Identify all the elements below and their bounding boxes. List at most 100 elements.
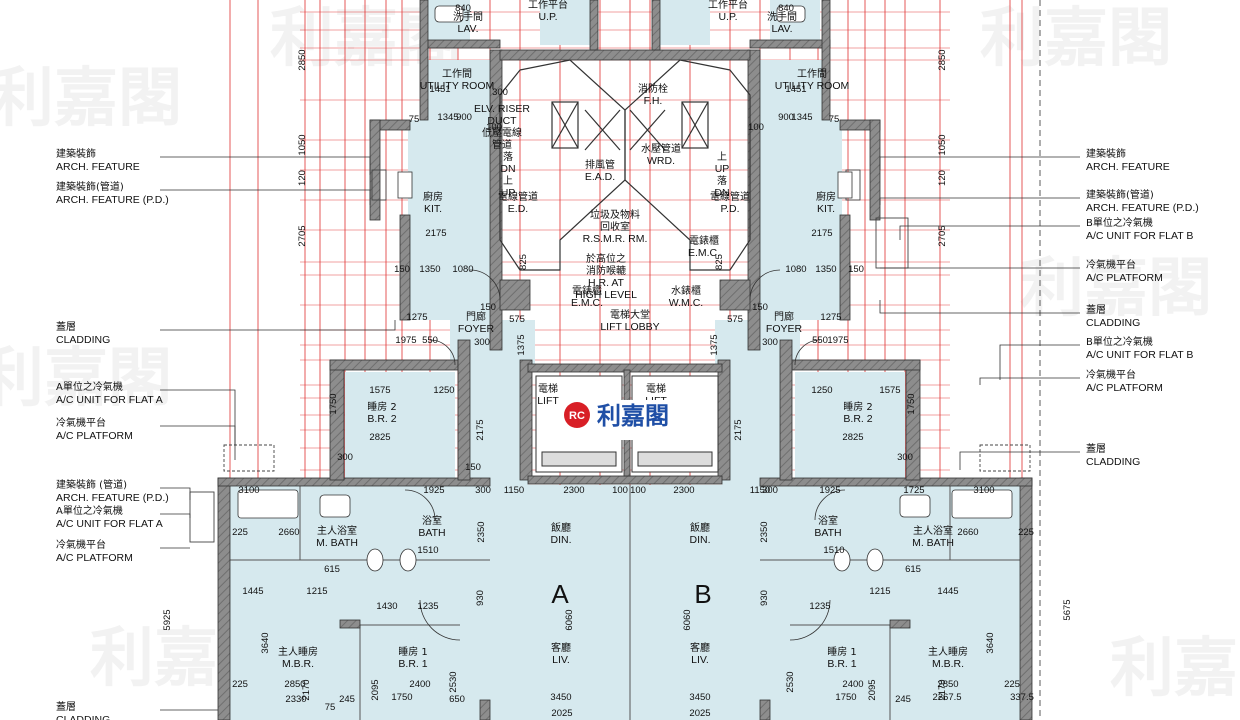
dimension-value: 100: [630, 485, 646, 496]
dimension-value: 650: [449, 694, 465, 705]
watermark: 利嘉閣: [0, 61, 182, 136]
dimension-value: 150: [480, 302, 496, 313]
dimension-value: 300: [475, 485, 491, 496]
dimension-value: 3640: [260, 632, 271, 653]
dimension-value: 900: [778, 112, 794, 123]
dimension-value: 575: [727, 314, 743, 325]
room-label-line: 廚房: [423, 190, 443, 203]
unit-b-letter: B: [694, 579, 711, 609]
dimension-value: 2350: [476, 521, 487, 542]
dimension-value: 1250: [433, 385, 454, 396]
dimension-value: 840: [778, 3, 794, 14]
callout-text: A/C UNIT FOR FLAT A: [56, 394, 163, 406]
dimension-value: 3640: [985, 632, 996, 653]
room-label-line: 回收室: [600, 220, 630, 233]
callout-text: ARCH. FEATURE (P.D.): [56, 194, 169, 206]
dimension-value: 150: [848, 264, 864, 275]
dimension-value: 5675: [1062, 599, 1073, 620]
room-label-line: 管道: [492, 138, 512, 151]
dimension-value: 1750: [328, 393, 339, 414]
room-label-line: 工作平台: [708, 0, 748, 11]
dimension-value: 120: [937, 170, 948, 186]
callout-left: 建築裝飾 (管道)ARCH. FEATURE (P.D.): [56, 478, 169, 504]
logo-letters: RC: [569, 410, 585, 422]
dimension-value: 1275: [406, 312, 427, 323]
dimension-value: 2175: [425, 228, 446, 239]
dimension-value: 1215: [306, 586, 327, 597]
callout-text: 冷氣機平台: [1086, 258, 1136, 271]
dimension-value: 900: [456, 112, 472, 123]
dimension-value: 225: [232, 679, 248, 690]
room-label-line: 消防栓: [638, 82, 668, 95]
dimension-value: 2660: [957, 527, 978, 538]
room-br2-r: 睡房 2B.R. 2: [843, 400, 873, 425]
callout-text: 建築裝飾(管道): [56, 180, 124, 193]
stair-core: [499, 59, 751, 271]
room-label-line: M. BATH: [912, 537, 954, 549]
dimension-value: 2660: [278, 527, 299, 538]
dimension-value: 1430: [376, 601, 397, 612]
callout-text: ARCH. FEATURE: [1086, 161, 1170, 173]
dimension-value: 825: [714, 254, 725, 270]
dimension-value: 615: [905, 564, 921, 575]
room-label-line: B.R. 1: [827, 658, 856, 670]
room-label-line: 浴室: [818, 514, 838, 527]
callout-text: A/C UNIT FOR FLAT A: [56, 518, 163, 530]
dimension-value: 1975: [827, 335, 848, 346]
room-label-line: DUCT: [487, 115, 517, 127]
callout-text: ARCH. FEATURE: [56, 161, 140, 173]
dimension-value: 2170: [301, 679, 312, 700]
room-label-line: UP: [715, 163, 730, 175]
callout-text: A/C UNIT FOR FLAT B: [1086, 349, 1193, 361]
dimension-value: 2400: [409, 679, 430, 690]
room-label-line: M.B.R.: [932, 658, 964, 670]
room-divisions: [228, 485, 1022, 720]
dimension-value: 2825: [369, 432, 390, 443]
callout-text: A單位之冷氣機: [56, 504, 123, 517]
dimension-value: 2095: [867, 679, 878, 700]
room-label-line: 電錶櫃: [572, 284, 602, 297]
dimension-value: 1975: [395, 335, 416, 346]
dimension-value: 1050: [297, 134, 308, 155]
room-label-line: 睡房 2: [843, 400, 873, 413]
logo-text: 利嘉閣: [597, 401, 669, 430]
room-label-line: B.R. 2: [843, 413, 872, 425]
dimension-value: 1150: [750, 485, 770, 496]
room-label-line: 電梯: [646, 382, 666, 395]
dimension-value: 930: [759, 590, 770, 606]
dimension-value: 1080: [452, 264, 473, 275]
callout-text: 冷氣機平台: [56, 416, 106, 429]
dimension-value: 2530: [448, 671, 459, 692]
room-label-line: 電線管道: [498, 190, 538, 203]
room-label-line: 睡房 1: [398, 645, 428, 658]
dimension-value: 1510: [417, 545, 438, 556]
dimension-value: 1750: [391, 692, 412, 703]
dimension-value: 300: [762, 337, 778, 348]
callout-text: 建築裝飾(管道): [1086, 188, 1154, 201]
dimension-value: 2705: [297, 225, 308, 246]
room-label-line: 睡房 1: [827, 645, 857, 658]
dimension-value: 150: [394, 264, 410, 275]
callout-text: CLADDING: [1086, 456, 1140, 468]
callout-text: 建築裝飾: [1086, 147, 1126, 160]
room-label-line: W.M.C.: [669, 297, 703, 309]
room-label-line: 落: [503, 151, 513, 163]
room-label-line: 電梯大堂: [610, 308, 650, 321]
room-label-line: DIN.: [690, 534, 711, 546]
room-label-line: LIFT: [537, 395, 559, 407]
